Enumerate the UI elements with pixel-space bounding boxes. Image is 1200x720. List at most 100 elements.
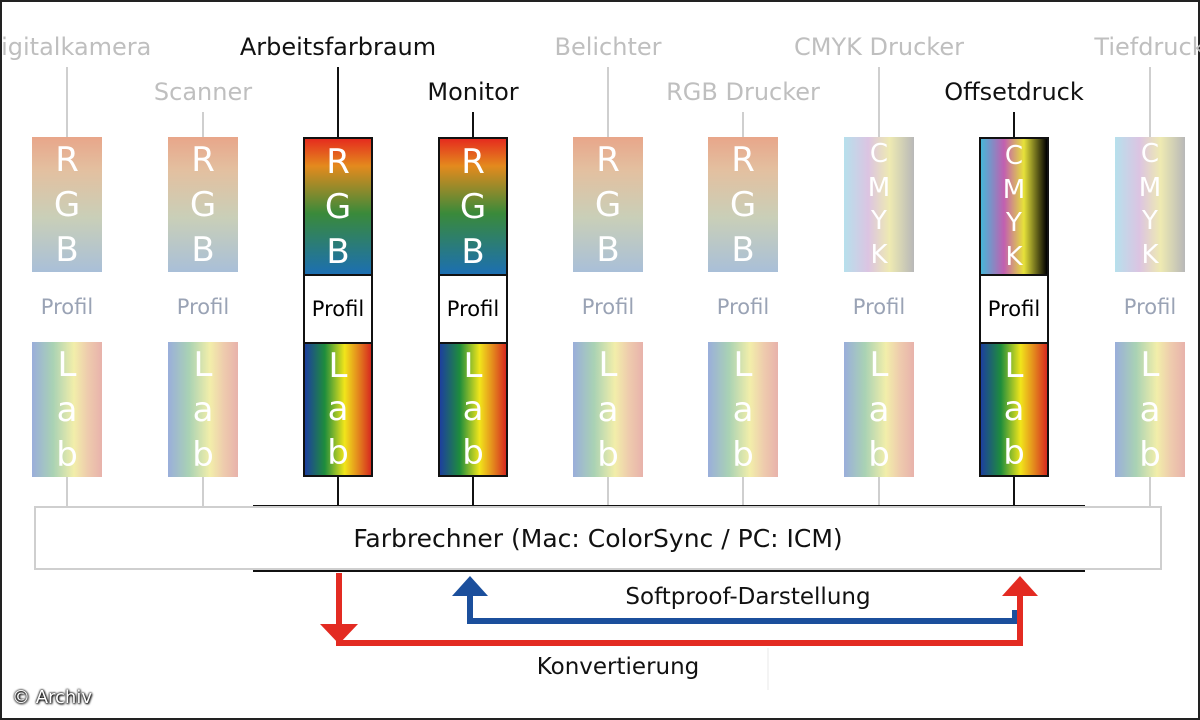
softproof-caption: Softproof-Darstellung <box>625 584 871 610</box>
softproof-path <box>467 592 1018 624</box>
channel-letter: K <box>1005 242 1023 273</box>
lab-letter: L <box>598 344 618 385</box>
lab-letter: a <box>192 389 214 430</box>
channel-letter: B <box>191 229 215 270</box>
channel-letter: K <box>870 240 888 271</box>
channel-letter: K <box>1141 240 1159 271</box>
channel-letter: M <box>1138 172 1162 203</box>
channel-letter: R <box>326 141 350 182</box>
lab-letter: b <box>868 434 890 475</box>
lab-letter: a <box>56 389 78 430</box>
color-calculator-box: Farbrechner (Mac: ColorSync / PC: ICM) <box>34 506 1162 570</box>
profile-label: Profil <box>32 272 102 342</box>
channel-letter: G <box>324 186 352 227</box>
conversion-arrowhead-down <box>320 624 358 644</box>
channel-letter: R <box>731 139 755 180</box>
profile-label: Profil <box>573 272 643 342</box>
lab-letter: a <box>1003 389 1025 430</box>
lab-letter: b <box>1003 433 1025 474</box>
profile-label: Profil <box>981 274 1047 344</box>
device-label-8: Tiefdruck <box>1094 33 1200 61</box>
channel-letter: M <box>867 172 891 203</box>
channel-letter: B <box>55 229 79 270</box>
lab-letter: L <box>1004 345 1024 386</box>
channel-letter: M <box>1002 174 1026 205</box>
lab-letter: L <box>1140 344 1160 385</box>
channel-letter: Y <box>871 206 887 237</box>
profile-label: Profil <box>168 272 238 342</box>
lab-letter: b <box>732 434 754 475</box>
channel-letter: B <box>326 231 350 272</box>
device-label-4: Belichter <box>554 33 662 61</box>
device-label-2: Arbeitsfarbraum <box>239 33 437 61</box>
channel-letter: C <box>1140 138 1160 169</box>
conversion-path <box>336 573 1023 646</box>
lab-letter: L <box>57 344 77 385</box>
channel-letter: R <box>191 139 215 180</box>
softproof-arrowhead <box>452 576 488 596</box>
lab-letter: a <box>868 389 890 430</box>
channel-letter: G <box>729 184 757 225</box>
profile-label: Profil <box>1115 272 1185 342</box>
lab-letter: b <box>1139 434 1161 475</box>
lab-letter: L <box>869 344 889 385</box>
channel-letter: G <box>189 184 217 225</box>
lab-letter: L <box>463 345 483 386</box>
channel-letter: B <box>596 229 620 270</box>
lab-letter: b <box>597 434 619 475</box>
channel-letter: G <box>459 186 487 227</box>
credit-text: © Archiv <box>12 687 92 708</box>
lab-letter: a <box>462 389 484 430</box>
lab-letter: a <box>732 389 754 430</box>
channel-letter: C <box>1004 140 1024 171</box>
channel-letter: Y <box>1006 208 1022 239</box>
channel-letter: G <box>53 184 81 225</box>
conversion-arrowhead-up <box>1002 576 1038 596</box>
channel-letter: C <box>869 138 889 169</box>
conversion-caption: Konvertierung <box>536 654 700 680</box>
lab-letter: b <box>462 433 484 474</box>
channel-letter: Y <box>1142 206 1158 237</box>
device-label-0: Digitalkamera <box>0 33 152 61</box>
lab-letter: b <box>56 434 78 475</box>
channel-letter: R <box>461 141 485 182</box>
channel-letter: G <box>594 184 622 225</box>
channel-letter: B <box>731 229 755 270</box>
profile-label: Profil <box>440 274 506 344</box>
lab-letter: b <box>192 434 214 475</box>
lab-letter: b <box>327 433 349 474</box>
lab-letter: L <box>733 344 753 385</box>
lab-letter: a <box>597 389 619 430</box>
device-label-6: CMYK Drucker <box>794 33 964 61</box>
channel-letter: R <box>596 139 620 180</box>
profile-label: Profil <box>305 274 371 344</box>
profile-label: Profil <box>708 272 778 342</box>
lab-letter: a <box>327 389 349 430</box>
profile-label: Profil <box>844 272 914 342</box>
